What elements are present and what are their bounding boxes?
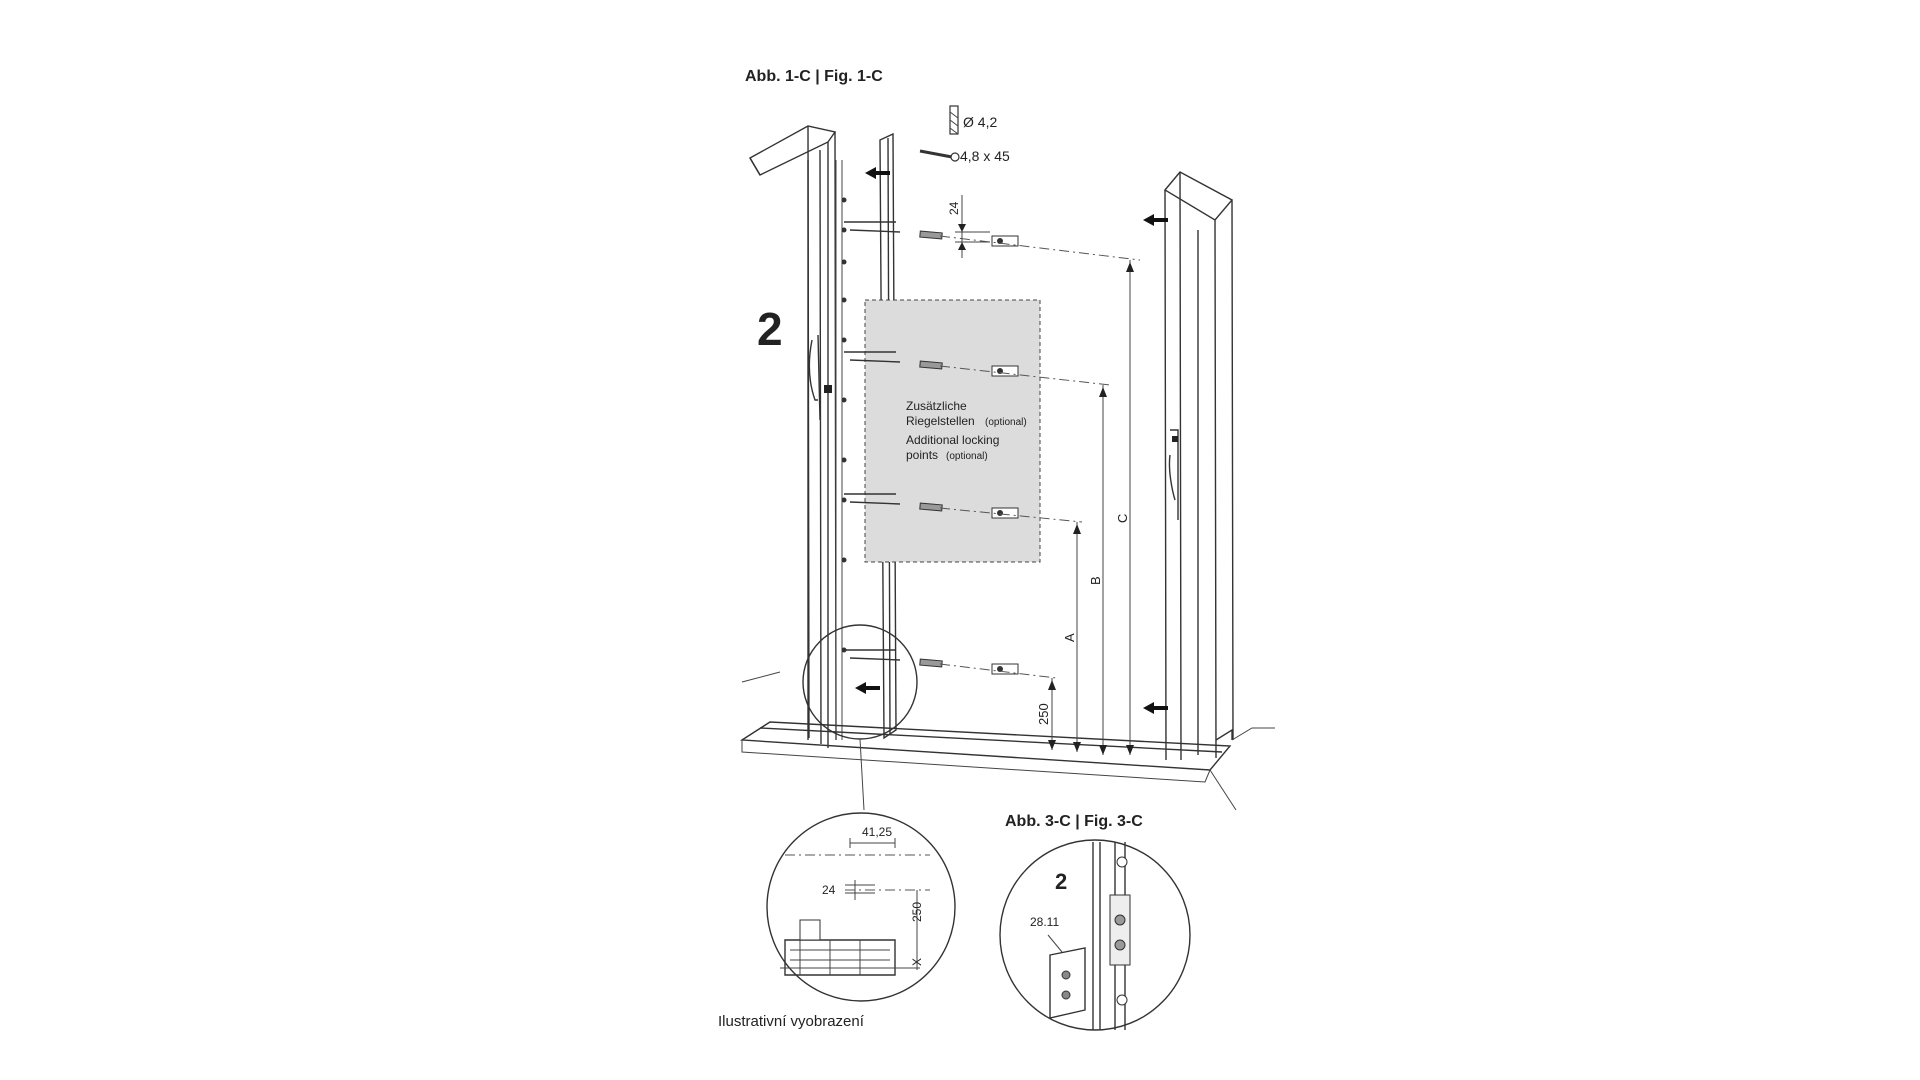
detail-dim-width: 41,25	[862, 825, 892, 839]
magnify-leader	[859, 738, 865, 811]
optional-zone-text: Zusätzliche Riegelstellen (optional) Add…	[906, 399, 1027, 462]
screw-icon	[919, 149, 960, 162]
door-handle-icon	[1168, 429, 1179, 520]
drill-size-label: Ø 4,2	[963, 114, 997, 130]
left-door-frame	[749, 125, 843, 748]
detail-dim-250: 250	[910, 902, 924, 922]
fig3-title: Abb. 3-C | Fig. 3-C	[1005, 813, 1143, 830]
fig1-title: Abb. 1-C | Fig. 1-C	[745, 68, 883, 85]
dim-24-label: 24	[947, 201, 961, 215]
arrow-left-icon	[855, 682, 880, 694]
arrow-left-icon	[865, 167, 890, 179]
dim-250-label: 250	[1036, 703, 1051, 725]
detail-circle	[766, 812, 956, 1002]
door-handle-icon	[808, 334, 832, 421]
zone-en-line2: points	[906, 448, 938, 462]
dimension-250	[1048, 678, 1056, 750]
dim-c-label: C	[1115, 514, 1130, 523]
dim-a-label: A	[1062, 633, 1077, 642]
zone-de-line2: Riegelstellen	[906, 414, 975, 428]
detail-dim-24: 24	[822, 883, 836, 897]
arrow-left-icon	[1143, 214, 1168, 226]
dimension-c	[1126, 260, 1134, 755]
locking-point-row	[844, 493, 1083, 523]
optional-locking-zone	[864, 299, 1041, 563]
right-door-frame	[1163, 171, 1234, 761]
zone-en-optional: (optional)	[946, 451, 988, 462]
step-number: 2	[757, 303, 783, 355]
dimension-b	[1099, 385, 1107, 755]
arrow-left-icon	[1143, 702, 1168, 714]
locking-point-row	[844, 351, 1111, 386]
threshold	[739, 671, 1275, 811]
fig3-part-number: 28.11	[1030, 915, 1059, 929]
drill-bit-icon	[949, 105, 959, 135]
zone-de-line1: Zusätzliche	[906, 399, 967, 413]
illustration-caption: Ilustrativní vyobrazení	[718, 1013, 865, 1030]
magnify-ring	[802, 624, 918, 740]
detail-dim-x: X	[910, 958, 924, 966]
detail-fig3-circle	[999, 839, 1191, 1031]
dimension-a	[1073, 522, 1081, 752]
locking-point-row	[844, 221, 1141, 261]
fig3-step-number: 2	[1055, 869, 1067, 894]
dim-b-label: B	[1088, 576, 1103, 585]
locking-point-row	[844, 649, 1057, 679]
screw-size-label: 4,8 x 45	[960, 148, 1010, 164]
zone-de-optional: (optional)	[985, 417, 1027, 428]
svg-text:Riegelstellen: Riegelstellen	[906, 414, 975, 428]
zone-en-line1: Additional locking	[906, 433, 999, 447]
dimension-24	[955, 195, 990, 258]
lock-holes-left	[841, 197, 847, 653]
